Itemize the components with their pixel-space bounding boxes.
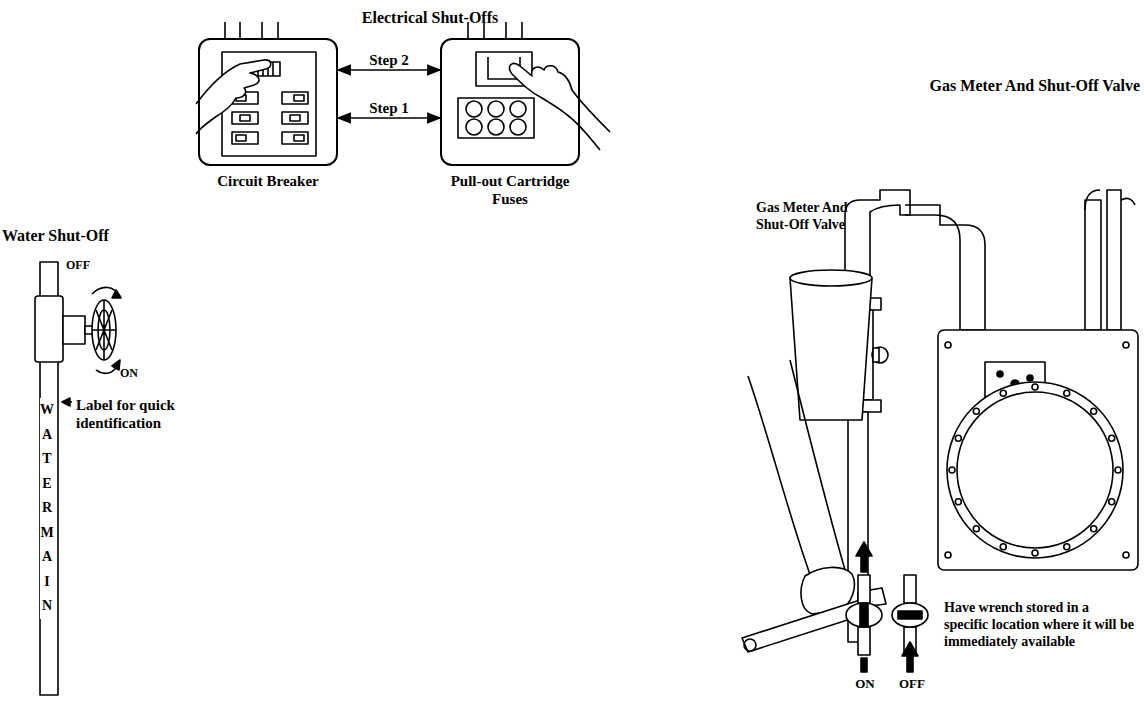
text-label: Electrical Shut-Offs (330, 8, 530, 27)
text-label: OFF (895, 676, 929, 692)
meter-bolt (1000, 544, 1006, 550)
meter-bolt (1123, 342, 1129, 348)
valve-position-icons (846, 542, 928, 672)
water-pipe (35, 262, 121, 695)
text-label: ON (120, 366, 160, 380)
text-label: Have wrench stored in a specific locatio… (944, 600, 1134, 650)
text-label: ON (848, 676, 882, 692)
meter-bolt (955, 435, 961, 441)
text-label: OFF (66, 258, 106, 272)
meter-bolt (1091, 526, 1097, 532)
text-label: Gas Meter And Shut-Off Valve (756, 200, 876, 234)
meter-bolt (1115, 467, 1121, 473)
step-label: Step 2 (366, 52, 412, 69)
meter-bolt (955, 499, 961, 505)
gas-meter (790, 190, 1138, 642)
meter-bolt (1032, 550, 1038, 556)
meter-bolt (1109, 435, 1115, 441)
hand-right (510, 64, 610, 150)
meter-bolt (945, 552, 951, 558)
hand-left (196, 60, 271, 134)
arm-and-wrench (742, 360, 886, 652)
fuse-blocks (458, 52, 534, 138)
step-arrow (338, 117, 440, 119)
panel-label: Circuit Breaker (198, 172, 338, 190)
meter-bolt (1064, 544, 1070, 550)
panel-label: Pull-out Cartridge Fuses (440, 172, 580, 208)
panel-box: Pull-out Cartridge Fuses (440, 38, 580, 166)
text-label: Water Shut-Off (2, 226, 162, 245)
step-label: Step 1 (366, 100, 412, 117)
meter-bolt (1000, 390, 1006, 396)
meter-bolt (1032, 384, 1038, 390)
step-arrow (338, 69, 440, 71)
meter-bolt (1064, 390, 1070, 396)
text-label: Gas Meter And Shut-Off Valve (900, 76, 1140, 95)
meter-bolt (949, 467, 955, 473)
meter-bolt (973, 408, 979, 414)
meter-bolt (1091, 408, 1097, 414)
meter-bolt (1123, 552, 1129, 558)
pipe-label: WATER MAIN (40, 398, 54, 619)
meter-bolt (973, 526, 979, 532)
meter-bolt (1109, 499, 1115, 505)
text-label: Label for quick identification (76, 396, 206, 432)
panel-box: Circuit Breaker (198, 38, 338, 166)
meter-bolt (945, 342, 951, 348)
